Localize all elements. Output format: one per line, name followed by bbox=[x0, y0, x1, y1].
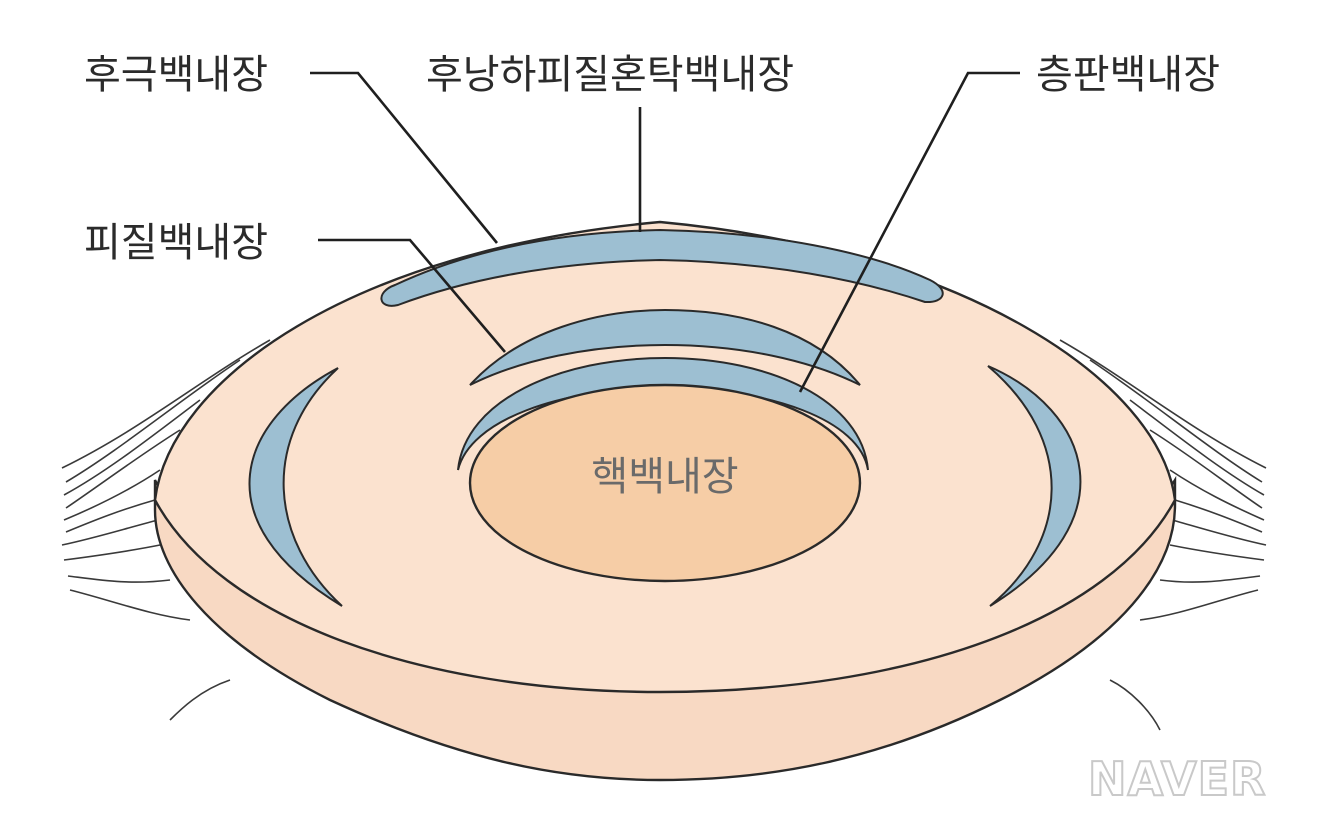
posterior-subcapsular-band bbox=[380, 228, 944, 307]
leader-lines bbox=[310, 71, 1020, 393]
left-zonular-fibers bbox=[61, 339, 271, 721]
label-cortical-cataract: 피질백내장 bbox=[84, 220, 268, 266]
left-cortical-crescent bbox=[248, 367, 343, 607]
label-posterior-subcapsular-cataract: 후낭하피질혼탁백내장 bbox=[426, 52, 794, 98]
label-nuclear-cataract: 핵백내장 bbox=[591, 454, 738, 500]
nucleus bbox=[468, 383, 862, 583]
label-posterior-polar-cataract: 후극백내장 bbox=[84, 52, 268, 98]
right-zonular-fibers bbox=[1059, 339, 1267, 731]
naver-watermark: NAVER bbox=[1088, 752, 1266, 806]
leader-lamellar bbox=[798, 71, 1020, 393]
leader-posterior-polar bbox=[310, 71, 499, 244]
cortical-arc bbox=[469, 308, 861, 386]
leader-cortical bbox=[318, 238, 506, 353]
right-cortical-crescent bbox=[987, 365, 1082, 607]
label-lamellar-cataract: 층판백내장 bbox=[1036, 52, 1220, 98]
